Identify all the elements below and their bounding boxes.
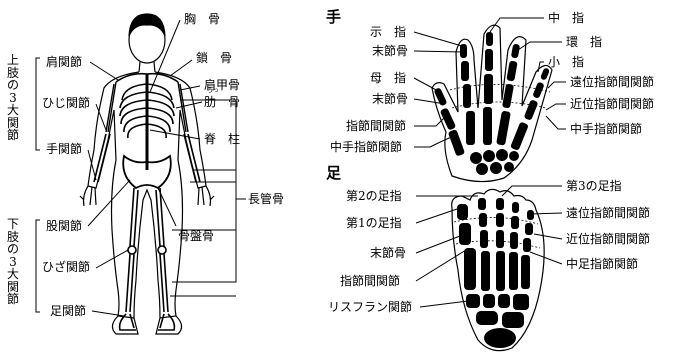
sternum-label: 胸 骨 (184, 13, 220, 26)
wrist-joint-label: 手関節 (46, 143, 82, 156)
foot-distal-phalanx-label: 末節骨 (370, 247, 406, 260)
hand-little-finger-label: 小 指 (548, 56, 584, 69)
long-bone-label: 長管骨 (248, 193, 284, 206)
hip-joint-label: 股関節 (46, 220, 82, 233)
foot-dip-joint-label: 遠位指節間関節 (566, 207, 650, 220)
rib-label: 肋 骨 (204, 96, 240, 109)
hand-mcp-joint-label: 中手指節関節 (570, 123, 642, 136)
hand-ip-joint-label: 指節間関節 (346, 120, 406, 133)
hand-cmc-joint-label: 中手指節関節 (330, 141, 402, 154)
pelvis-label: 骨盤骨 (178, 230, 214, 243)
hand-title: 手 (326, 6, 341, 27)
foot-first-toe-label: 第1の足指 (346, 217, 402, 230)
foot-ip-joint-label: 指節間関節 (340, 275, 400, 288)
hand-pip-joint-label: 近位指節間関節 (570, 98, 654, 111)
spine-label: 脊 柱 (204, 133, 240, 146)
foot-mtp-joint-label: 中足指節関節 (566, 258, 638, 271)
foot-second-toe-label: 第2の足指 (346, 190, 402, 203)
shoulder-joint-label: 肩関節 (46, 56, 82, 69)
foot-pip-joint-label: 近位指節間関節 (566, 233, 650, 246)
ankle-joint-label: 足関節 (50, 305, 86, 318)
upper-limb-group-label: 上肢の3大関節 (6, 54, 20, 142)
hand-ring-finger-label: 環 指 (566, 36, 602, 49)
elbow-joint-label: ひじ関節 (42, 97, 90, 110)
knee-joint-label: ひざ関節 (42, 261, 90, 274)
lower-limb-group-label: 下肢の3大関節 (6, 218, 20, 306)
foot-lisfranc-joint-label: リスフラン関節 (328, 301, 412, 314)
hand-thumb-label: 母 指 (370, 72, 406, 85)
hand-illustration (432, 25, 552, 181)
hand-middle-finger-label: 中 指 (548, 12, 584, 25)
foot-title: 足 (326, 162, 341, 183)
rib-ruby: ろっ (207, 88, 219, 94)
hand-distal-phalanx-2-label: 末節骨 (372, 93, 408, 106)
hand-index-finger-label: 示 指 (370, 26, 406, 39)
hand-distal-phalanx-label: 末節骨 (372, 45, 408, 58)
foot-third-toe-label: 第3の足指 (566, 180, 622, 193)
hand-dip-joint-label: 遠位指節間関節 (570, 76, 654, 89)
clavicle-label: 鎖 骨 (196, 52, 232, 65)
